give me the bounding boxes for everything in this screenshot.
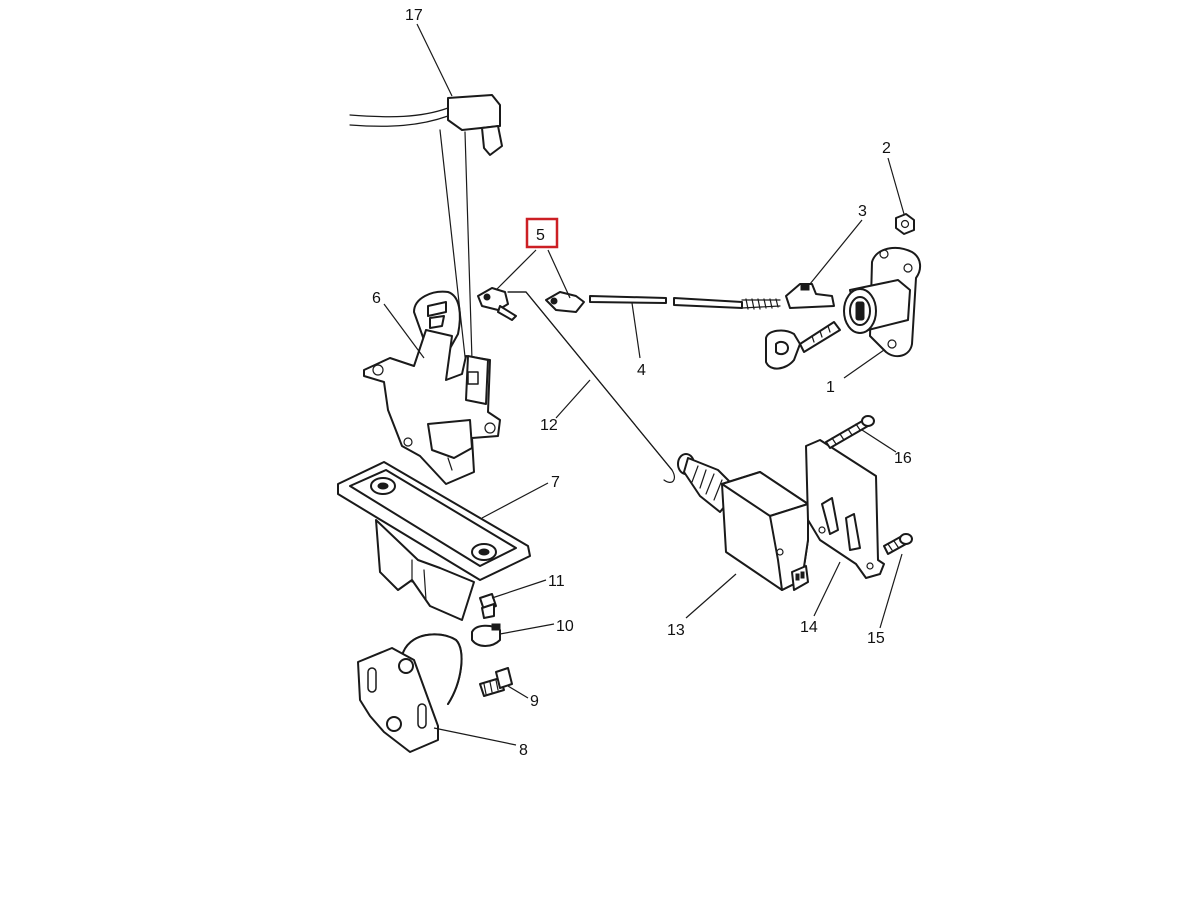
callout-7: 7	[551, 474, 560, 491]
part-2-nut	[895, 213, 915, 235]
callout-9: 9	[530, 693, 539, 710]
part-9-bolt	[479, 667, 513, 697]
part-1-lock-barrel	[765, 246, 922, 370]
part-10-clip	[471, 623, 501, 647]
callout-1: 1	[826, 379, 835, 396]
part-6-latch-assembly	[363, 290, 501, 485]
callout-5-highlight-box	[525, 217, 559, 249]
part-16-long-bolt	[825, 415, 875, 449]
part-8-striker-bracket	[357, 633, 463, 753]
part-15-short-bolt	[883, 533, 913, 555]
part-5-rod-clips	[477, 287, 585, 321]
callout-5: 5	[536, 227, 545, 244]
leader-lines	[383, 23, 905, 746]
callout-6: 6	[372, 290, 381, 307]
part-13-actuator	[677, 453, 809, 591]
part-3-lock-lever	[785, 283, 835, 309]
part-17-cable-switch	[349, 94, 503, 403]
callout-12: 12	[540, 417, 558, 434]
callout-13: 13	[667, 622, 685, 639]
part-14-bracket	[805, 439, 885, 579]
callout-14: 14	[800, 619, 818, 636]
part-4-lock-rod	[589, 295, 781, 310]
callout-10: 10	[556, 618, 574, 635]
callout-11: 11	[548, 573, 565, 590]
callout-labels: 17 2 3 5 6 4 1 12 16 7 11 10 13 14 15 9 …	[372, 7, 912, 759]
callout-15: 15	[867, 630, 885, 647]
callout-17: 17	[405, 7, 423, 24]
callout-2: 2	[882, 140, 891, 157]
callout-16: 16	[894, 450, 912, 467]
callout-8: 8	[519, 742, 528, 759]
callout-3: 3	[858, 203, 867, 220]
callout-4: 4	[637, 362, 646, 379]
part-12-rod	[507, 291, 676, 483]
part-7-latch-housing	[337, 461, 531, 621]
